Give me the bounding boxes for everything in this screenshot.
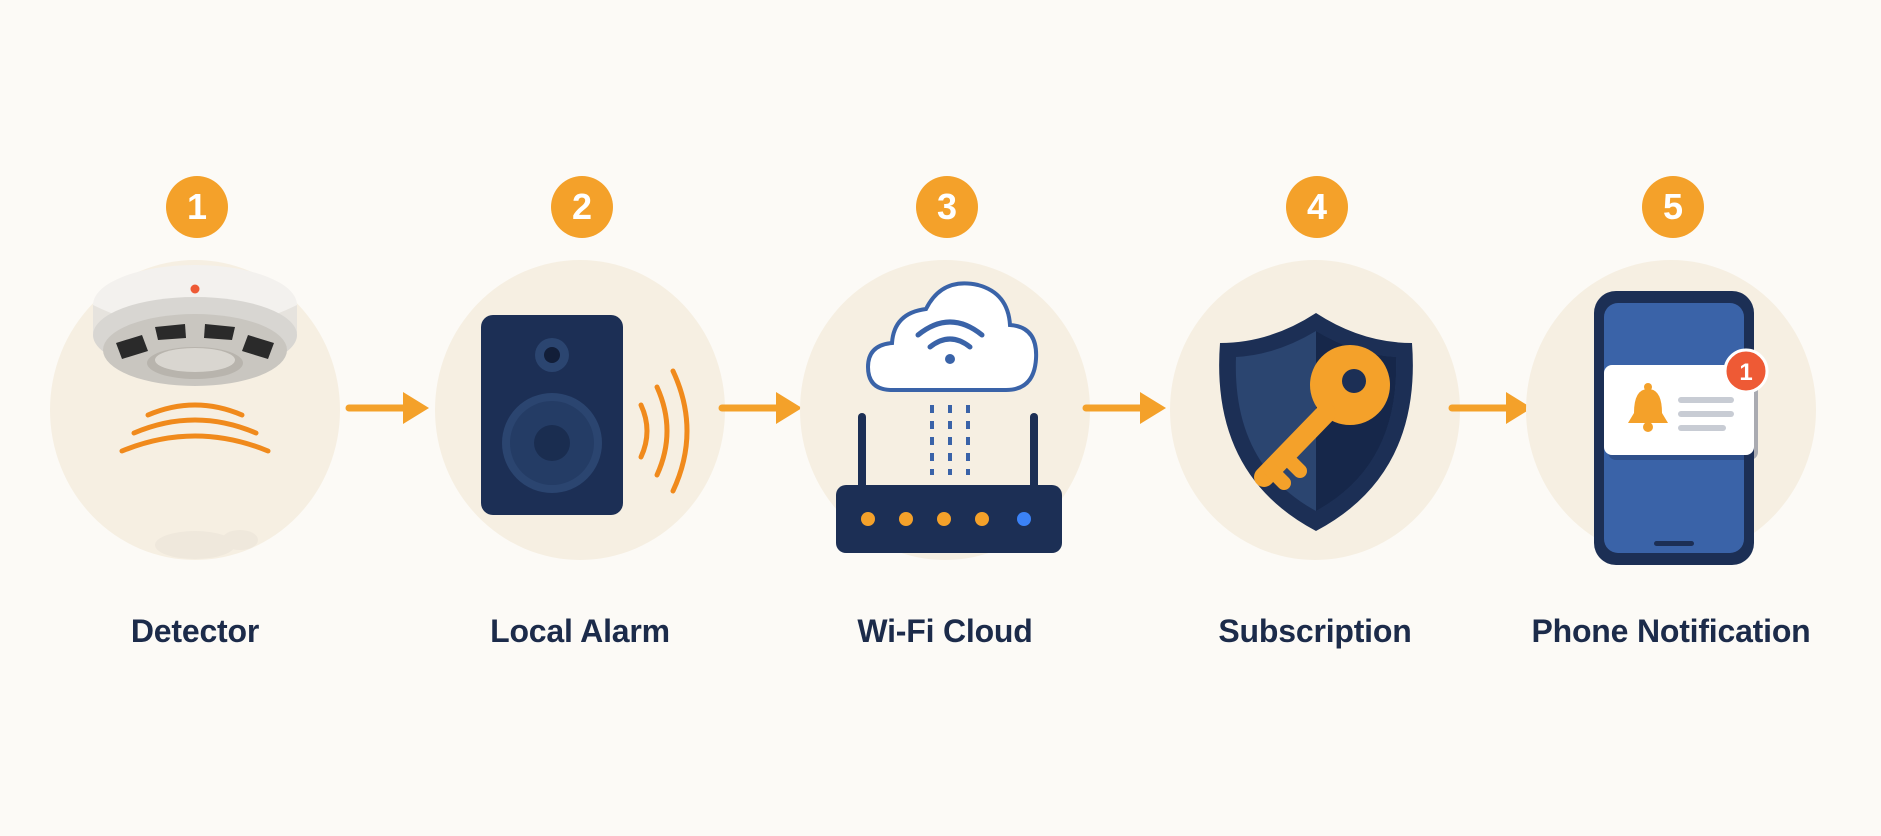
step-number-badge: 4	[1286, 176, 1348, 238]
wifi-cloud-router-icon	[836, 281, 1062, 553]
step-wifi-cloud: 3 Wi-Fi Cloud	[780, 0, 1110, 836]
step-number-badge: 5	[1642, 176, 1704, 238]
arrow-right-icon	[1448, 392, 1532, 424]
arrow-right-icon	[718, 392, 802, 424]
shield-key-icon	[1219, 313, 1413, 531]
step-label: Subscription	[1218, 613, 1412, 649]
notification-count-badge: 1	[1739, 359, 1752, 386]
step-label: Local Alarm	[490, 613, 670, 649]
arrow-right-icon	[1082, 392, 1166, 424]
step-label: Detector	[130, 613, 260, 649]
step-subscription: 4 Subscription	[1150, 0, 1480, 836]
step-local-alarm: 2 Local Alarm	[415, 0, 745, 836]
step-phone-notification: 5 1 Phone Notification	[1506, 0, 1836, 836]
step-number-badge: 1	[166, 176, 228, 238]
step-label: Wi-Fi Cloud	[857, 613, 1033, 649]
phone-notification-icon: 1	[1594, 291, 1769, 565]
step-label: Phone Notification	[1531, 613, 1811, 649]
smoke-detector-icon	[93, 265, 297, 559]
speaker-icon	[481, 315, 690, 515]
step-number-badge: 3	[916, 176, 978, 238]
step-detector: 1 Detector	[30, 0, 360, 836]
step-number-badge: 2	[551, 176, 613, 238]
arrow-right-icon	[345, 392, 429, 424]
